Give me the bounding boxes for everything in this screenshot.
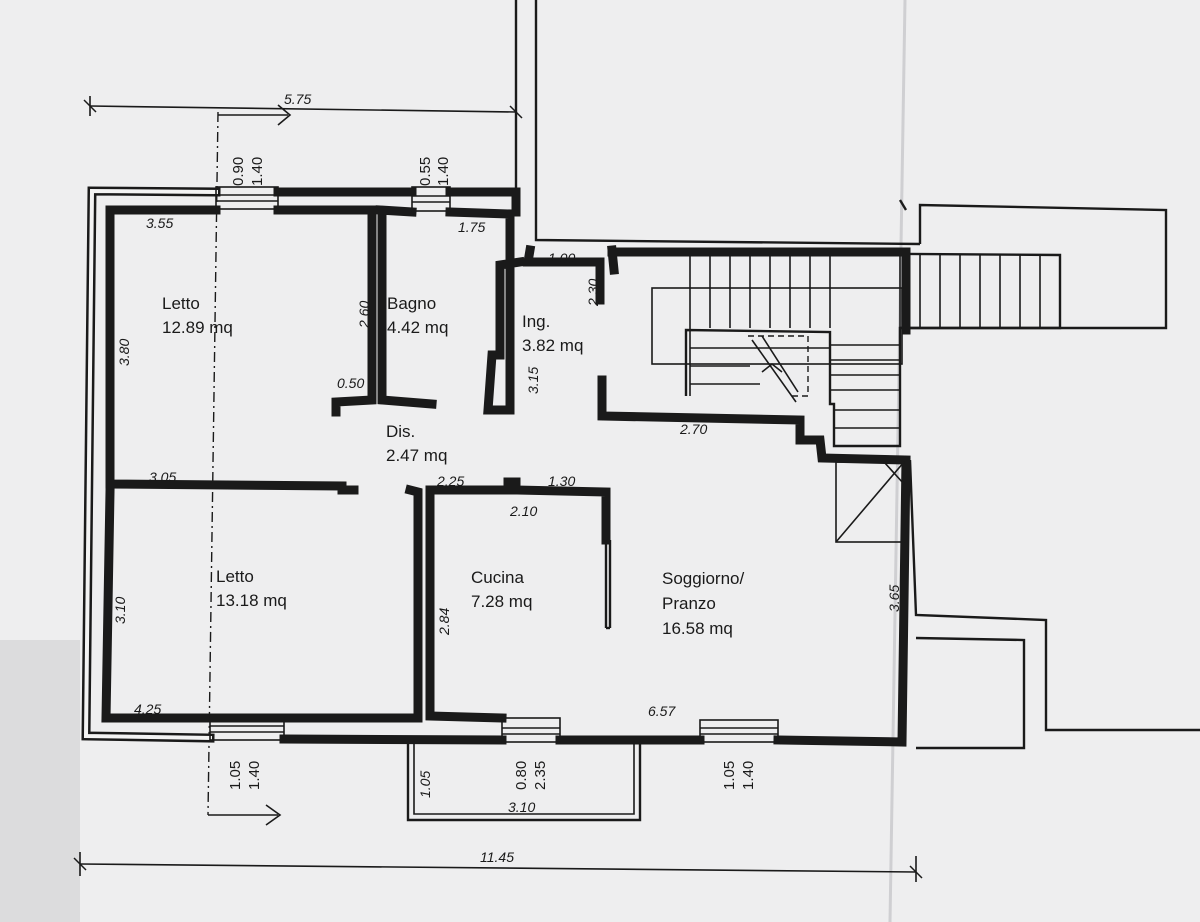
room-soggiorno: Soggiorno/ Pranzo 16.58 mq [662,569,745,638]
window-sill-label: 0.55 [417,157,434,186]
dim-label: 11.45 [480,849,514,865]
dim-ing-width: 1.00 [548,250,575,266]
dim-letto2-width: 4.25 [134,701,161,717]
window-height-label: 2.35 [532,761,549,790]
section-line [207,104,292,826]
window-letto2: 1.05 1.40 [209,717,285,790]
dim-cucina-width: 2.10 [509,503,537,519]
dim-letto2-depth: 3.10 [112,597,128,624]
room-name: Soggiorno/ [662,569,745,588]
room-bagno: Bagno 4.42 mq [387,294,448,337]
room-name: Letto [162,294,200,313]
dim-letto1-width: 3.55 [146,215,173,231]
window-sill-label: 0.90 [230,157,247,186]
dim-letto1-bottom: 3.05 [149,469,176,485]
room-cucina: Cucina 7.28 mq [471,568,532,611]
dim-balcony-width: 3.10 [508,799,535,815]
room-area: 13.18 mq [216,591,287,610]
room-area: 16.58 mq [662,619,733,638]
window-height-label: 1.40 [435,157,452,186]
room-name: Letto [216,567,254,586]
room-name: Ing. [522,312,550,331]
room-ingresso: Ing. 3.82 mq [522,312,583,355]
room-name-line2: Pranzo [662,594,716,613]
dim-letto1-depth: 3.80 [116,339,132,366]
dim-balcony-depth: 1.05 [417,771,433,798]
balcony [406,742,642,822]
dim-bagno-depth: 2.60 [356,301,372,329]
dim-dis-width: 2.25 [436,473,464,489]
window-soggiorno: 1.05 1.40 [699,719,779,790]
dim-soggiorno-width: 6.57 [648,703,676,719]
window-sill-label: 0.80 [513,761,530,790]
room-area: 2.47 mq [386,446,447,465]
room-area: 7.28 mq [471,592,532,611]
dim-bagno-width: 1.75 [458,219,485,235]
staircase [611,250,1062,543]
room-name: Cucina [471,568,524,587]
room-letto-2: Letto 13.18 mq [216,567,287,610]
dimension-bottom-overall: 11.45 [73,849,923,882]
window-bagno: 0.55 1.40 [411,157,452,212]
dim-label: 5.75 [284,91,311,107]
dim-ing-height: 2.30 [585,279,601,307]
window-height-label: 1.40 [249,157,266,186]
window-cucina: 0.80 2.35 [501,717,561,790]
dim-dis-right: 1.30 [548,473,575,489]
room-area: 12.89 mq [162,318,233,337]
window-sill-label: 1.05 [227,761,244,790]
room-letto-1: Letto 12.89 mq [162,294,233,337]
interior-walls [101,205,612,723]
room-name: Dis. [386,422,415,441]
room-area: 3.82 mq [522,336,583,355]
exterior-walls [81,186,911,747]
dimension-top-overall: 5.75 [83,91,523,119]
window-height-label: 1.40 [246,761,263,790]
dim-soggiorno-depth: 3.65 [886,585,902,612]
dim-cucina-depth: 2.84 [436,608,452,636]
room-area: 4.42 mq [387,318,448,337]
paper-shadow [0,640,80,922]
window-letto1: 0.90 1.40 [215,157,279,210]
room-disimpegno: Dis. 2.47 mq [386,422,447,465]
dim-ing-depth: 3.15 [525,367,541,394]
window-sill-label: 1.05 [721,761,738,790]
dim-wall-gap: 0.50 [337,375,364,391]
dimension-labels: 3.55 3.80 1.75 2.60 1.00 2.30 3.15 0.50 … [112,215,902,815]
window-height-label: 1.40 [740,761,757,790]
room-name: Bagno [387,294,436,313]
dim-corridor-width: 2.70 [679,421,707,437]
neighbouring-building [514,0,1200,750]
